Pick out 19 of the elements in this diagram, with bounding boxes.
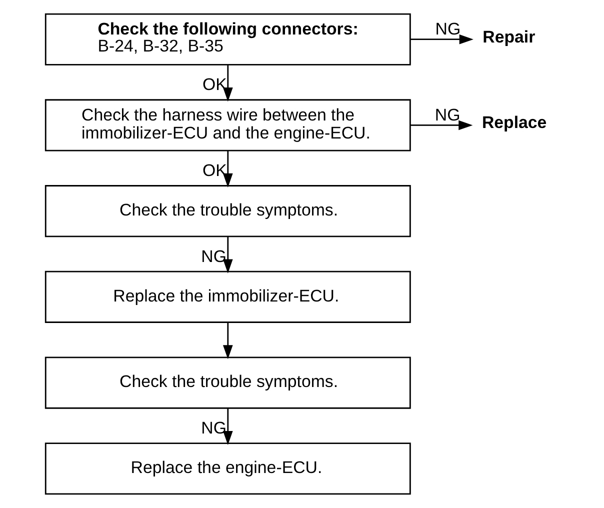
node-text: Replace: [481, 113, 546, 132]
node-box: Check the harness wire between the immobilizer-ECU and the engine-ECU.: [44, 99, 410, 152]
arrow: [222, 408, 232, 446]
node-box: Check the trouble symptoms.: [44, 185, 410, 238]
node-box: Replace the engine-ECU.: [44, 442, 410, 495]
edge-label: NG: [434, 105, 460, 124]
edge-label: NG: [200, 246, 226, 266]
edge-label: NG: [434, 20, 460, 39]
node-text: Repair: [482, 27, 535, 46]
arrow: [222, 322, 232, 360]
node-box: Check the following connectors: B-24, B-32, B-35: [44, 13, 410, 66]
arrow: [410, 120, 472, 130]
arrow: [222, 150, 232, 188]
edge-label: NG: [200, 418, 226, 438]
node-box: Check the trouble symptoms.: [44, 356, 410, 409]
arrow: [410, 34, 473, 44]
arrow: [222, 65, 232, 102]
node-box: Replace the immobilizer-ECU.: [44, 270, 410, 323]
arrow: [222, 236, 232, 274]
